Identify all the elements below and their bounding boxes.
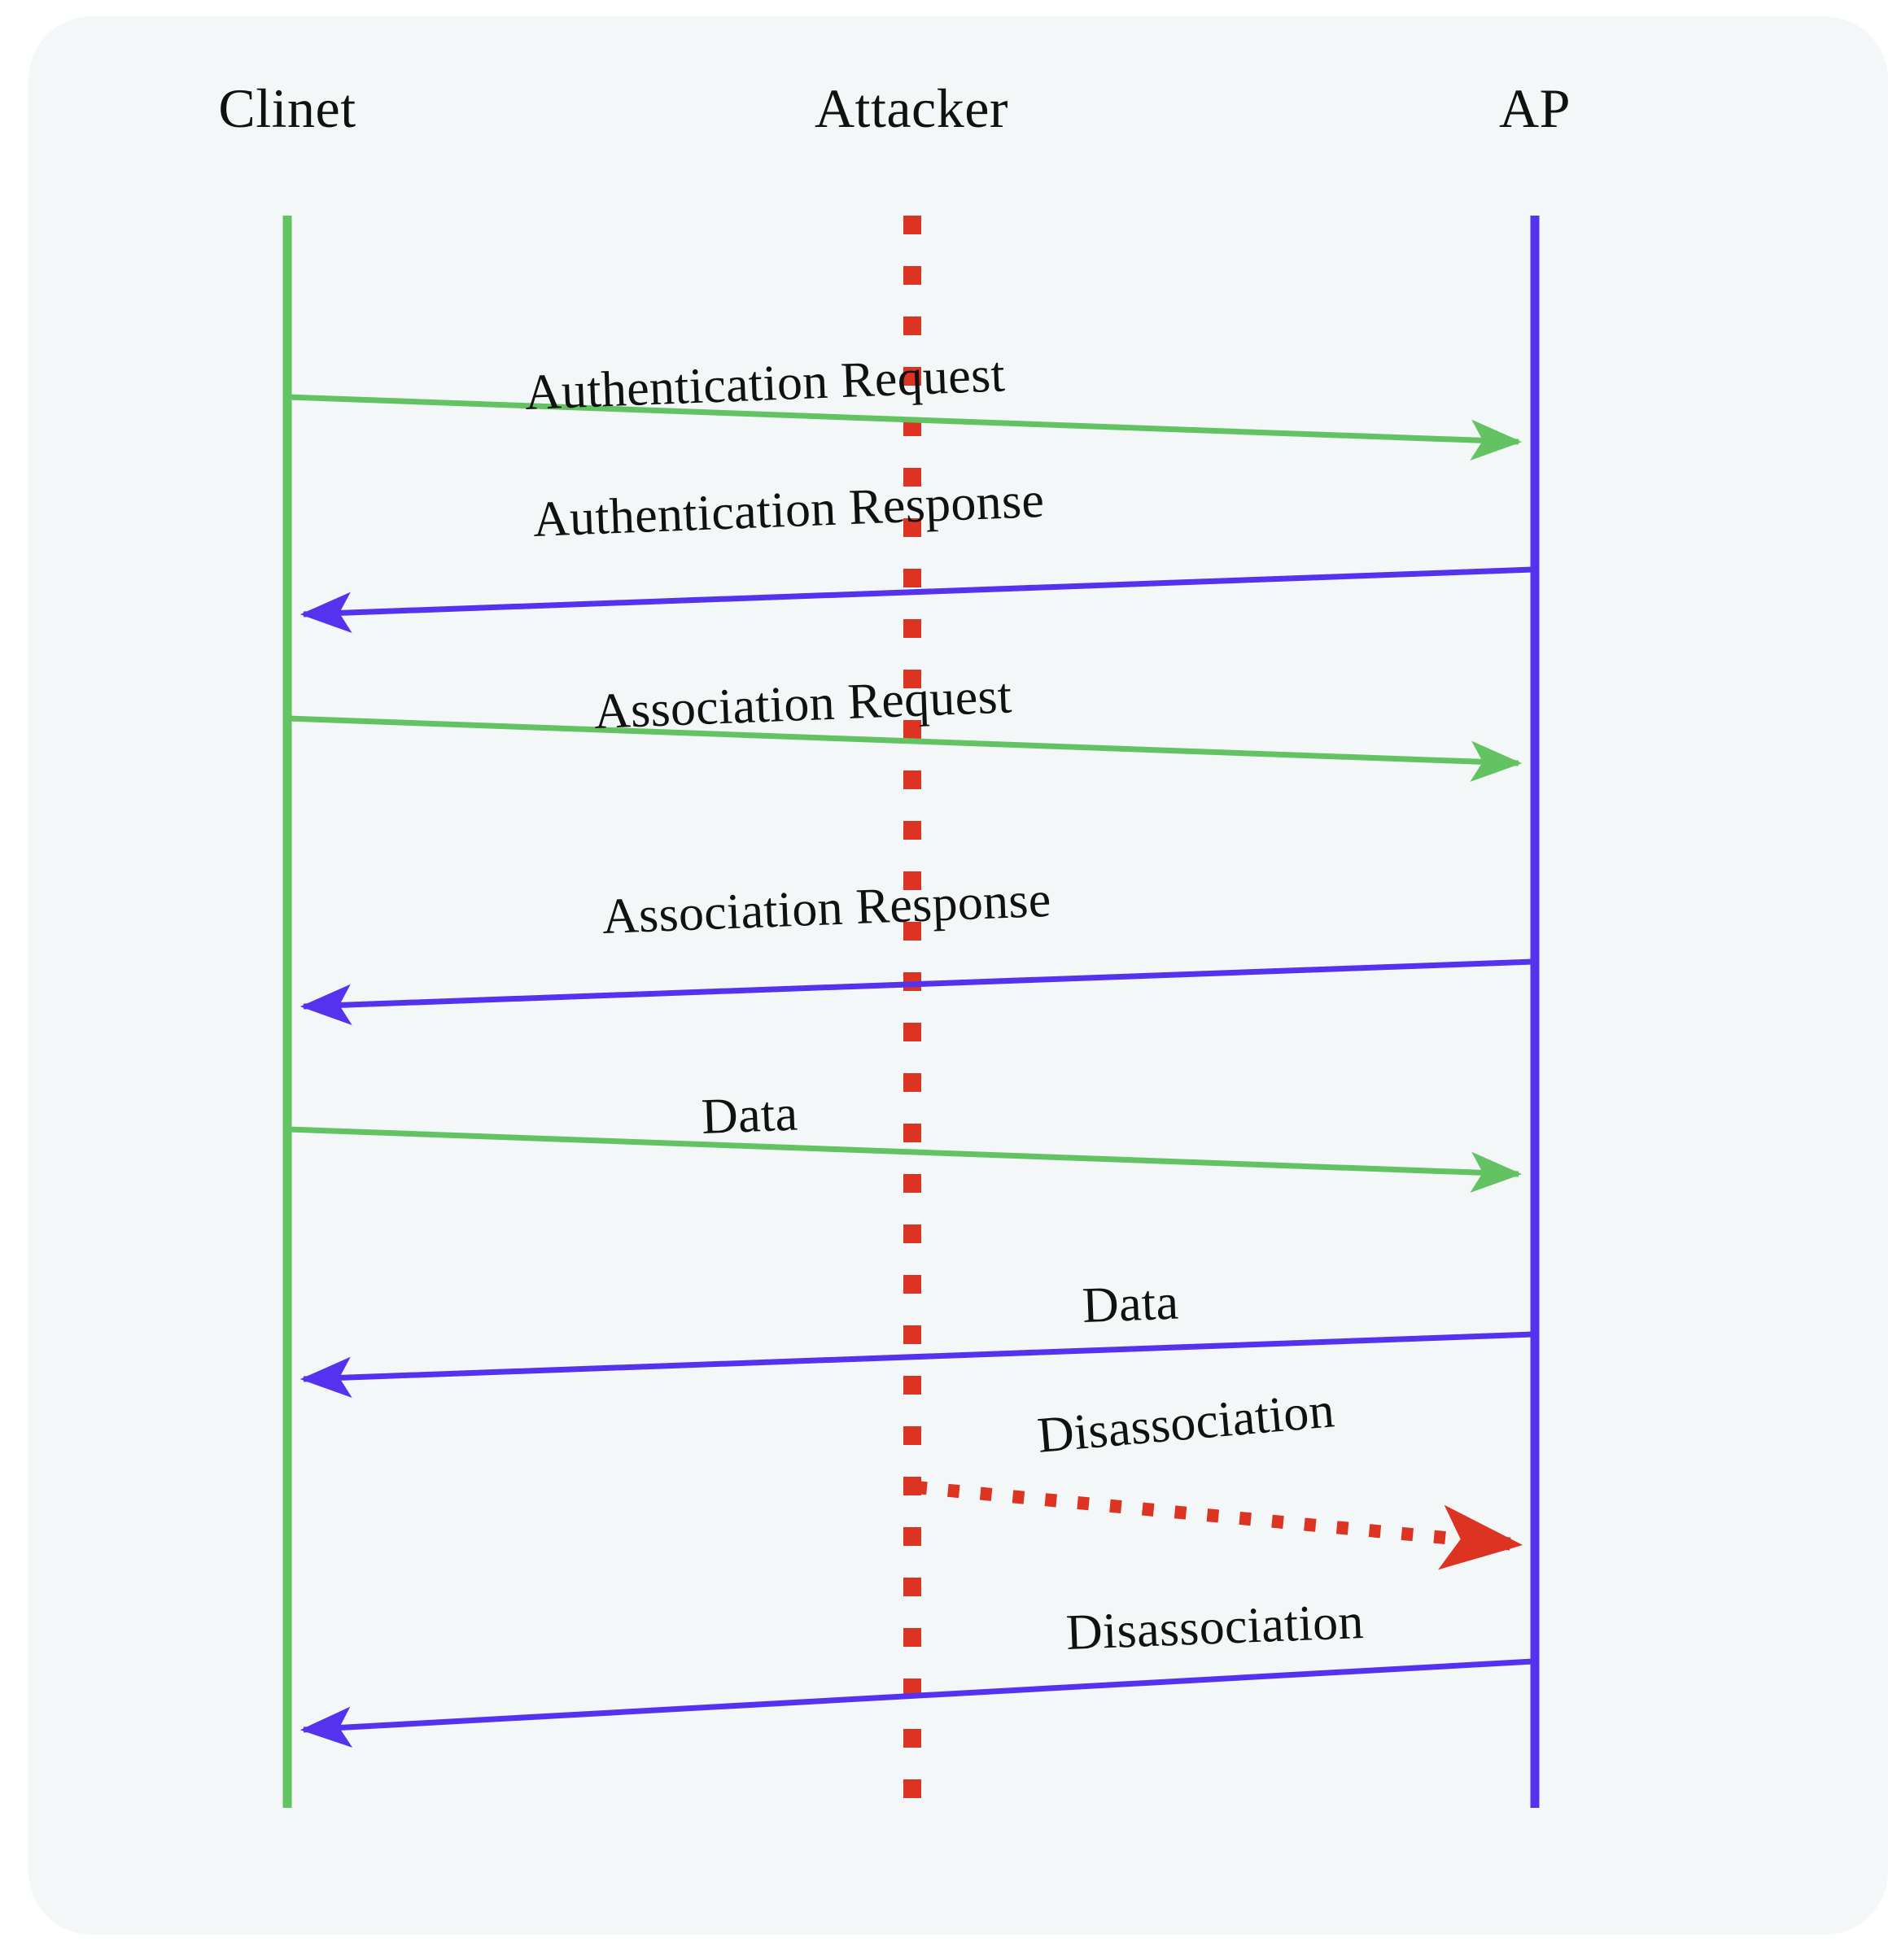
message-label-data-downlink: Data: [1081, 1274, 1180, 1334]
message-arrow-2-authentication-response: [299, 566, 1534, 634]
message-arrow-7-disassociation-attack: [915, 1481, 1523, 1570]
message-arrow-6-data-downlink: [299, 1331, 1534, 1399]
message-arrow-3-association-request: [286, 715, 1523, 783]
lifelines: [282, 216, 1540, 1808]
message-arrow-4-association-response: [299, 958, 1534, 1026]
message-label-disassociation-to-client: Disassociation: [1064, 1593, 1365, 1661]
diagram-background-panel: [28, 16, 1888, 1935]
messages: [286, 394, 1534, 1748]
actor-label-ap: AP: [1499, 77, 1571, 139]
message-arrow-1-authentication-request: [286, 394, 1523, 461]
message-label-data-uplink: Data: [700, 1085, 799, 1145]
actor-label-client: Clinet: [218, 77, 356, 139]
message-arrow-8-disassociation-to-client: [299, 1658, 1534, 1748]
message-arrow-5-data-uplink: [286, 1126, 1523, 1194]
actor-label-attacker: Attacker: [814, 77, 1009, 139]
